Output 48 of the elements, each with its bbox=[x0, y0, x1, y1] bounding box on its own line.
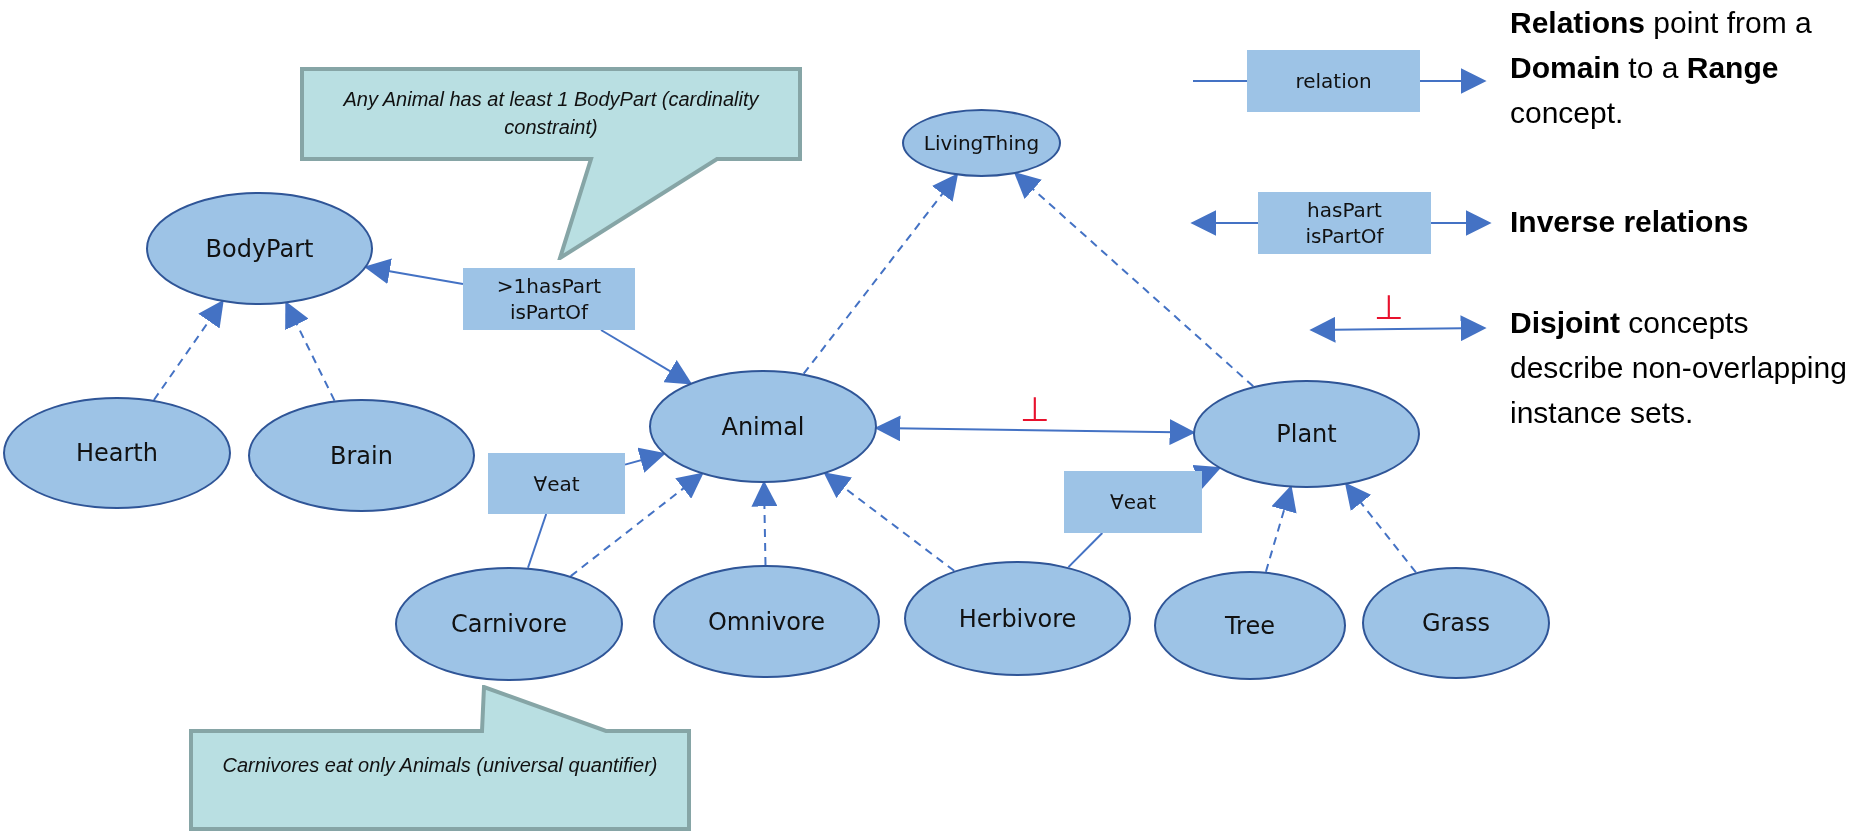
dashed-arrow bbox=[802, 173, 959, 375]
dashed-arrow bbox=[751, 480, 778, 566]
dashed-arrow bbox=[1264, 485, 1297, 573]
concept-label: Tree bbox=[1225, 611, 1275, 640]
concept-label: LivingThing bbox=[923, 131, 1040, 155]
connector-line bbox=[1067, 532, 1104, 569]
relation-label: ∀eat bbox=[533, 470, 580, 497]
legend-text: Relations point from a Domain to a Range concept. bbox=[1510, 5, 1813, 131]
concept-label: Carnivore bbox=[451, 610, 567, 638]
arrow bbox=[364, 258, 464, 285]
arrow bbox=[1190, 210, 1259, 236]
dashed-arrow bbox=[1013, 171, 1255, 388]
concept-label: Grass bbox=[1421, 609, 1491, 637]
concept-label: BodyPart bbox=[205, 234, 314, 263]
legend-text: Inverse relations bbox=[1510, 204, 1750, 240]
relation-box bbox=[1258, 192, 1431, 254]
dashed-arrow bbox=[285, 301, 336, 402]
arrow bbox=[600, 329, 693, 385]
double-arrow bbox=[874, 415, 1196, 446]
dashed-arrow bbox=[569, 472, 704, 578]
connector-line bbox=[1192, 80, 1248, 82]
callout-text: Carnivores eat only Animals (universal quantifier) bbox=[221, 753, 659, 778]
callout-text: Any Animal has at least 1 BodyPart (cardinality constraint) bbox=[341, 87, 761, 140]
concept-label: Brain bbox=[330, 441, 393, 470]
dashed-arrow bbox=[1344, 482, 1417, 574]
relation-box bbox=[488, 453, 625, 514]
relation-label: isPartOf bbox=[1305, 223, 1384, 249]
concept-label: Animal bbox=[721, 412, 805, 441]
concept-label: Plant bbox=[1276, 420, 1337, 448]
relation-label: relation bbox=[1295, 68, 1372, 94]
connector-line bbox=[527, 513, 548, 569]
relation-label: hasPart bbox=[1307, 197, 1382, 223]
concept-label: Herbivore bbox=[958, 604, 1077, 633]
relation-box bbox=[463, 268, 635, 330]
relation-box bbox=[1064, 471, 1202, 533]
dashed-arrow bbox=[823, 472, 956, 572]
dashed-arrow bbox=[152, 299, 224, 401]
arrow bbox=[1192, 464, 1222, 489]
relation-label: >1hasPart bbox=[496, 273, 602, 299]
relation-box bbox=[1247, 50, 1420, 112]
arrow bbox=[1430, 210, 1492, 236]
relation-label: isPartOf bbox=[509, 299, 589, 325]
arrow bbox=[1419, 68, 1487, 94]
arrow bbox=[624, 447, 666, 473]
concept-label: Omnivore bbox=[707, 607, 826, 636]
concept-label: Hearth bbox=[76, 439, 158, 467]
legend-text: Disjoint concepts describe non-overlapping instance sets. bbox=[1510, 305, 1848, 431]
relation-label: ∀eat bbox=[1109, 489, 1157, 515]
